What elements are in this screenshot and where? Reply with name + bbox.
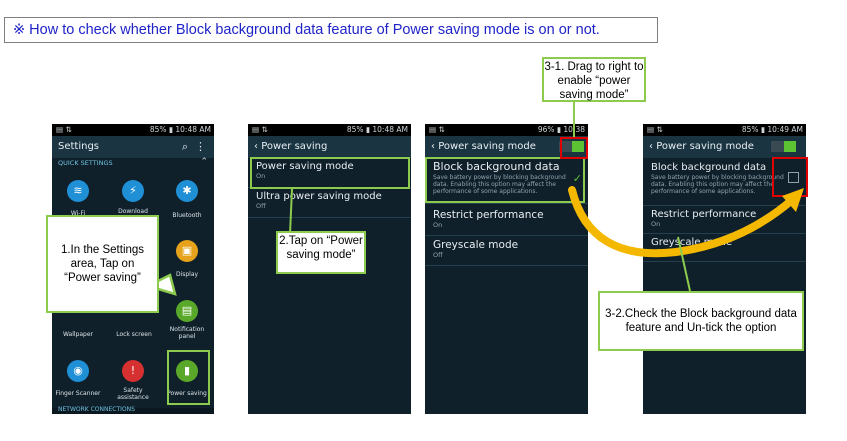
status-right: 85% ▮ 10:48 AM — [346, 125, 408, 134]
block-background-data-item[interactable]: Block background data Save battery power… — [643, 160, 806, 206]
settings-title-bar: Settings ⌕ ⋮ — [52, 136, 214, 158]
display-icon[interactable]: ▣ — [176, 240, 198, 262]
ultra-power-saving-mode-item[interactable]: Ultra power saving mode Off — [248, 188, 411, 218]
back-arrow-icon[interactable]: ‹ — [649, 141, 657, 152]
block-background-data-item[interactable]: Block background data Save battery power… — [425, 158, 588, 204]
phone-power-saving-screen: ▤ ⇅ 85% ▮ 10:48 AM ‹ Power saving Power … — [248, 124, 411, 414]
curved-arrow-shaft — [568, 186, 796, 258]
network-connections-header: NETWORK CONNECTIONS — [58, 406, 135, 413]
download-booster-icon[interactable]: ⚡ — [122, 180, 144, 202]
callout-step-3-1: 3-1. Drag to right to enable “power savi… — [542, 57, 646, 102]
power-saving-icon[interactable]: ▮ — [176, 360, 198, 382]
item-title: Greyscale mode — [433, 239, 519, 251]
callout-step-3-2: 3-2.Check the Block background data feat… — [598, 291, 804, 351]
highlight-power-saving-mode — [250, 157, 410, 189]
notification-icons: ▤ ⇅ — [429, 125, 445, 134]
tile-label-wifi: Wi-Fi — [70, 210, 86, 217]
quick-settings-header: QUICK SETTINGS — [58, 159, 113, 167]
toggle-knob — [784, 141, 796, 152]
notification-icons: ▤ ⇅ — [252, 125, 268, 134]
power-saving-title-bar[interactable]: ‹ Power saving — [248, 136, 411, 158]
status-bar: ▤ ⇅ 96% ▮ 10:38 — [425, 124, 588, 136]
item-title: Ultra power saving mode — [256, 191, 382, 202]
callout-step-2: 2.Tap on “Power saving mode” — [276, 231, 366, 274]
item-status: Off — [256, 202, 266, 210]
tile-label-safety-assistance: Safety assistance — [117, 387, 149, 401]
item-status: On — [433, 221, 443, 229]
page-title: Power saving mode — [656, 141, 754, 152]
item-status: Off — [433, 251, 443, 259]
bluetooth-icon[interactable]: ✱ — [176, 180, 198, 202]
item-status: On — [256, 172, 266, 180]
item-title: Restrict performance — [433, 209, 544, 221]
tile-label-display: Display — [175, 271, 199, 278]
item-title: Block background data — [433, 160, 560, 173]
highlight-power-saving-tile — [167, 350, 210, 405]
callout-step-1: 1.In the Settings area, Tap on “Power sa… — [46, 215, 159, 313]
item-description: Save battery power by blocking backgroun… — [433, 174, 566, 195]
power-saving-mode-title-bar[interactable]: ‹ Power saving mode — [425, 136, 588, 158]
item-title: Restrict performance — [651, 209, 757, 220]
item-status: On — [651, 220, 661, 228]
callout-pointer-3-2 — [677, 236, 691, 292]
checkbox-checked-icon[interactable]: ✓ — [572, 172, 582, 185]
curved-arrow-head — [782, 188, 804, 212]
callout-pointer-1 — [144, 273, 177, 296]
wifi-icon[interactable]: ≋ — [67, 180, 89, 202]
notification-icons: ▤ ⇅ — [647, 125, 663, 134]
callout-pointer-2 — [289, 188, 293, 235]
notification-icons: ▤ ⇅ — [56, 125, 72, 134]
notification-panel-icon[interactable]: ▤ — [176, 300, 198, 322]
power-saving-mode-title-bar[interactable]: ‹ Power saving mode — [643, 136, 806, 158]
network-section-bar: NETWORK CONNECTIONS — [52, 406, 214, 414]
status-right: 96% ▮ 10:38 — [537, 125, 585, 134]
highlight-block-background-data — [425, 157, 585, 203]
back-arrow-icon[interactable]: ‹ — [254, 141, 262, 152]
power-saving-mode-toggle[interactable] — [771, 141, 796, 152]
status-bar: ▤ ⇅ 85% ▮ 10:48 AM — [52, 124, 214, 136]
search-icon[interactable]: ⌕ — [181, 140, 188, 153]
item-description: Save battery power by blocking backgroun… — [651, 174, 784, 195]
tile-label-lock-screen: Lock screen — [116, 331, 152, 338]
status-right: 85% ▮ 10:49 AM — [741, 125, 803, 134]
phone-power-saving-mode-unticked-screen: ▤ ⇅ 85% ▮ 10:49 AM ‹ Power saving mode B… — [643, 124, 806, 414]
item-title: Block background data — [651, 162, 767, 173]
toggle-knob — [572, 141, 584, 152]
back-arrow-icon[interactable]: ‹ — [431, 141, 439, 152]
tile-label-finger-scanner: Finger Scanner — [55, 390, 101, 397]
finger-scanner-icon[interactable]: ◉ — [67, 360, 89, 382]
page-title: Power saving mode — [438, 141, 536, 152]
status-bar: ▤ ⇅ 85% ▮ 10:49 AM — [643, 124, 806, 136]
item-title: Power saving mode — [256, 161, 354, 172]
status-bar: ▤ ⇅ 85% ▮ 10:48 AM — [248, 124, 411, 136]
power-saving-mode-toggle[interactable] — [559, 141, 584, 152]
greyscale-mode-item[interactable]: Greyscale mode Off — [425, 236, 588, 266]
page-title: Power saving — [261, 141, 328, 152]
highlight-toggle — [560, 137, 588, 159]
restrict-performance-item[interactable]: Restrict performance On — [425, 206, 588, 236]
safety-assistance-icon[interactable]: ! — [122, 360, 144, 382]
item-title: Greyscale mode — [651, 237, 733, 248]
chevron-up-icon[interactable]: ⌃ — [200, 157, 208, 167]
restrict-performance-item[interactable]: Restrict performance On — [643, 206, 806, 234]
page-title: Settings — [58, 141, 100, 152]
instruction-header: ※ How to check whether Block background … — [4, 17, 658, 43]
tile-label-power-saving: Power saving — [167, 390, 207, 397]
status-right: 85% ▮ 10:48 AM — [149, 125, 211, 134]
tile-label-wallpaper: Wallpaper — [62, 331, 93, 338]
phone-power-saving-mode-screen: ▤ ⇅ 96% ▮ 10:38 ‹ Power saving mode Bloc… — [425, 124, 588, 414]
more-options-icon[interactable]: ⋮ — [195, 140, 206, 153]
checkbox-unchecked[interactable] — [788, 172, 799, 183]
tile-label-bluetooth: Bluetooth — [172, 212, 202, 219]
tile-label-notification-panel: Notification panel — [169, 326, 205, 340]
